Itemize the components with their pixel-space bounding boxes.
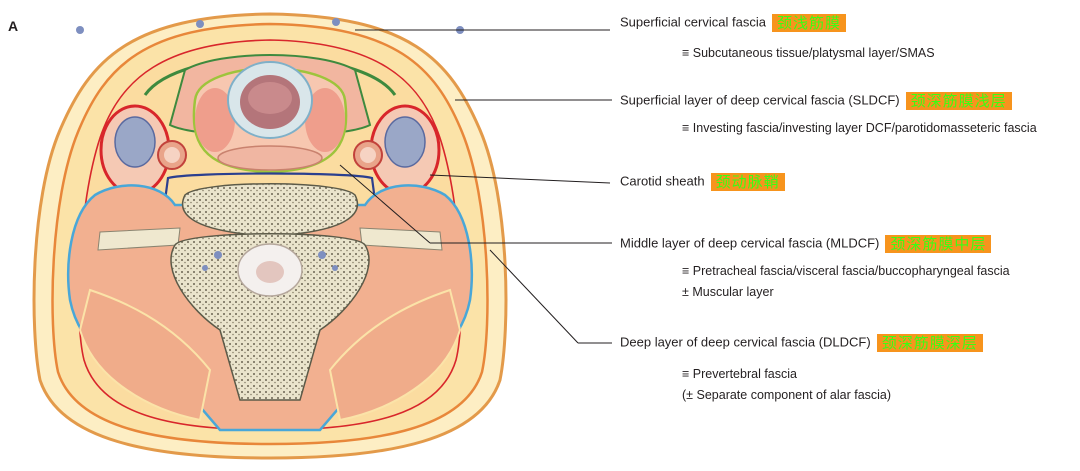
vertebral-arch [170,233,370,401]
label-sub: ≡ Prevertebral fascia [682,367,797,381]
label-sub: ≡ Subcutaneous tissue/platysmal layer/SM… [682,46,935,60]
label-mldcf: Middle layer of deep cervical fascia (ML… [620,235,992,253]
posterior-muscle-left [78,288,212,422]
label-dldcf: Deep layer of deep cervical fascia (DLDC… [620,334,983,352]
label-carotid-sheath: Carotid sheath 颈动脉鞘 [620,173,785,191]
scm-left-inner [114,116,156,168]
label-cn-badge: 颈深筋膜中层 [885,235,992,253]
label-en: Carotid sheath [620,173,705,189]
label-cn-badge: 颈深筋膜深层 [876,334,983,352]
label-sldcf: Superficial layer of deep cervical fasci… [620,92,1012,110]
esophagus [217,145,323,171]
label-en: Superficial cervical fascia [620,14,766,30]
thyroid-right [305,88,345,152]
label-cn-badge: 颈动脉鞘 [710,173,785,191]
thyroid-left [195,88,235,152]
label-sub: ≡ Pretracheal fascia/visceral fascia/buc… [682,264,1010,278]
vertebral-body [181,183,359,237]
label-en: Middle layer of deep cervical fascia (ML… [620,235,880,251]
label-en: Deep layer of deep cervical fascia (DLDC… [620,334,871,350]
label-sub: ± Muscular layer [682,285,774,299]
label-sub: ≡ Investing fascia/investing layer DCF/p… [682,121,1037,135]
label-en: Superficial layer of deep cervical fasci… [620,92,900,108]
label-sub: (± Separate component of alar fascia) [682,388,892,402]
label-cn-badge: 颈浅筋膜 [771,14,846,32]
posterior-muscle-right [328,288,462,422]
panel-letter: A [8,18,19,34]
leader-lines [339,29,612,344]
scm-right-inner [384,116,426,168]
carotid-sheath-line [162,172,378,210]
label-superficial-cervical-fascia: Superficial cervical fascia 颈浅筋膜 [620,14,846,32]
label-cn-badge: 颈深筋膜浅层 [905,92,1012,110]
